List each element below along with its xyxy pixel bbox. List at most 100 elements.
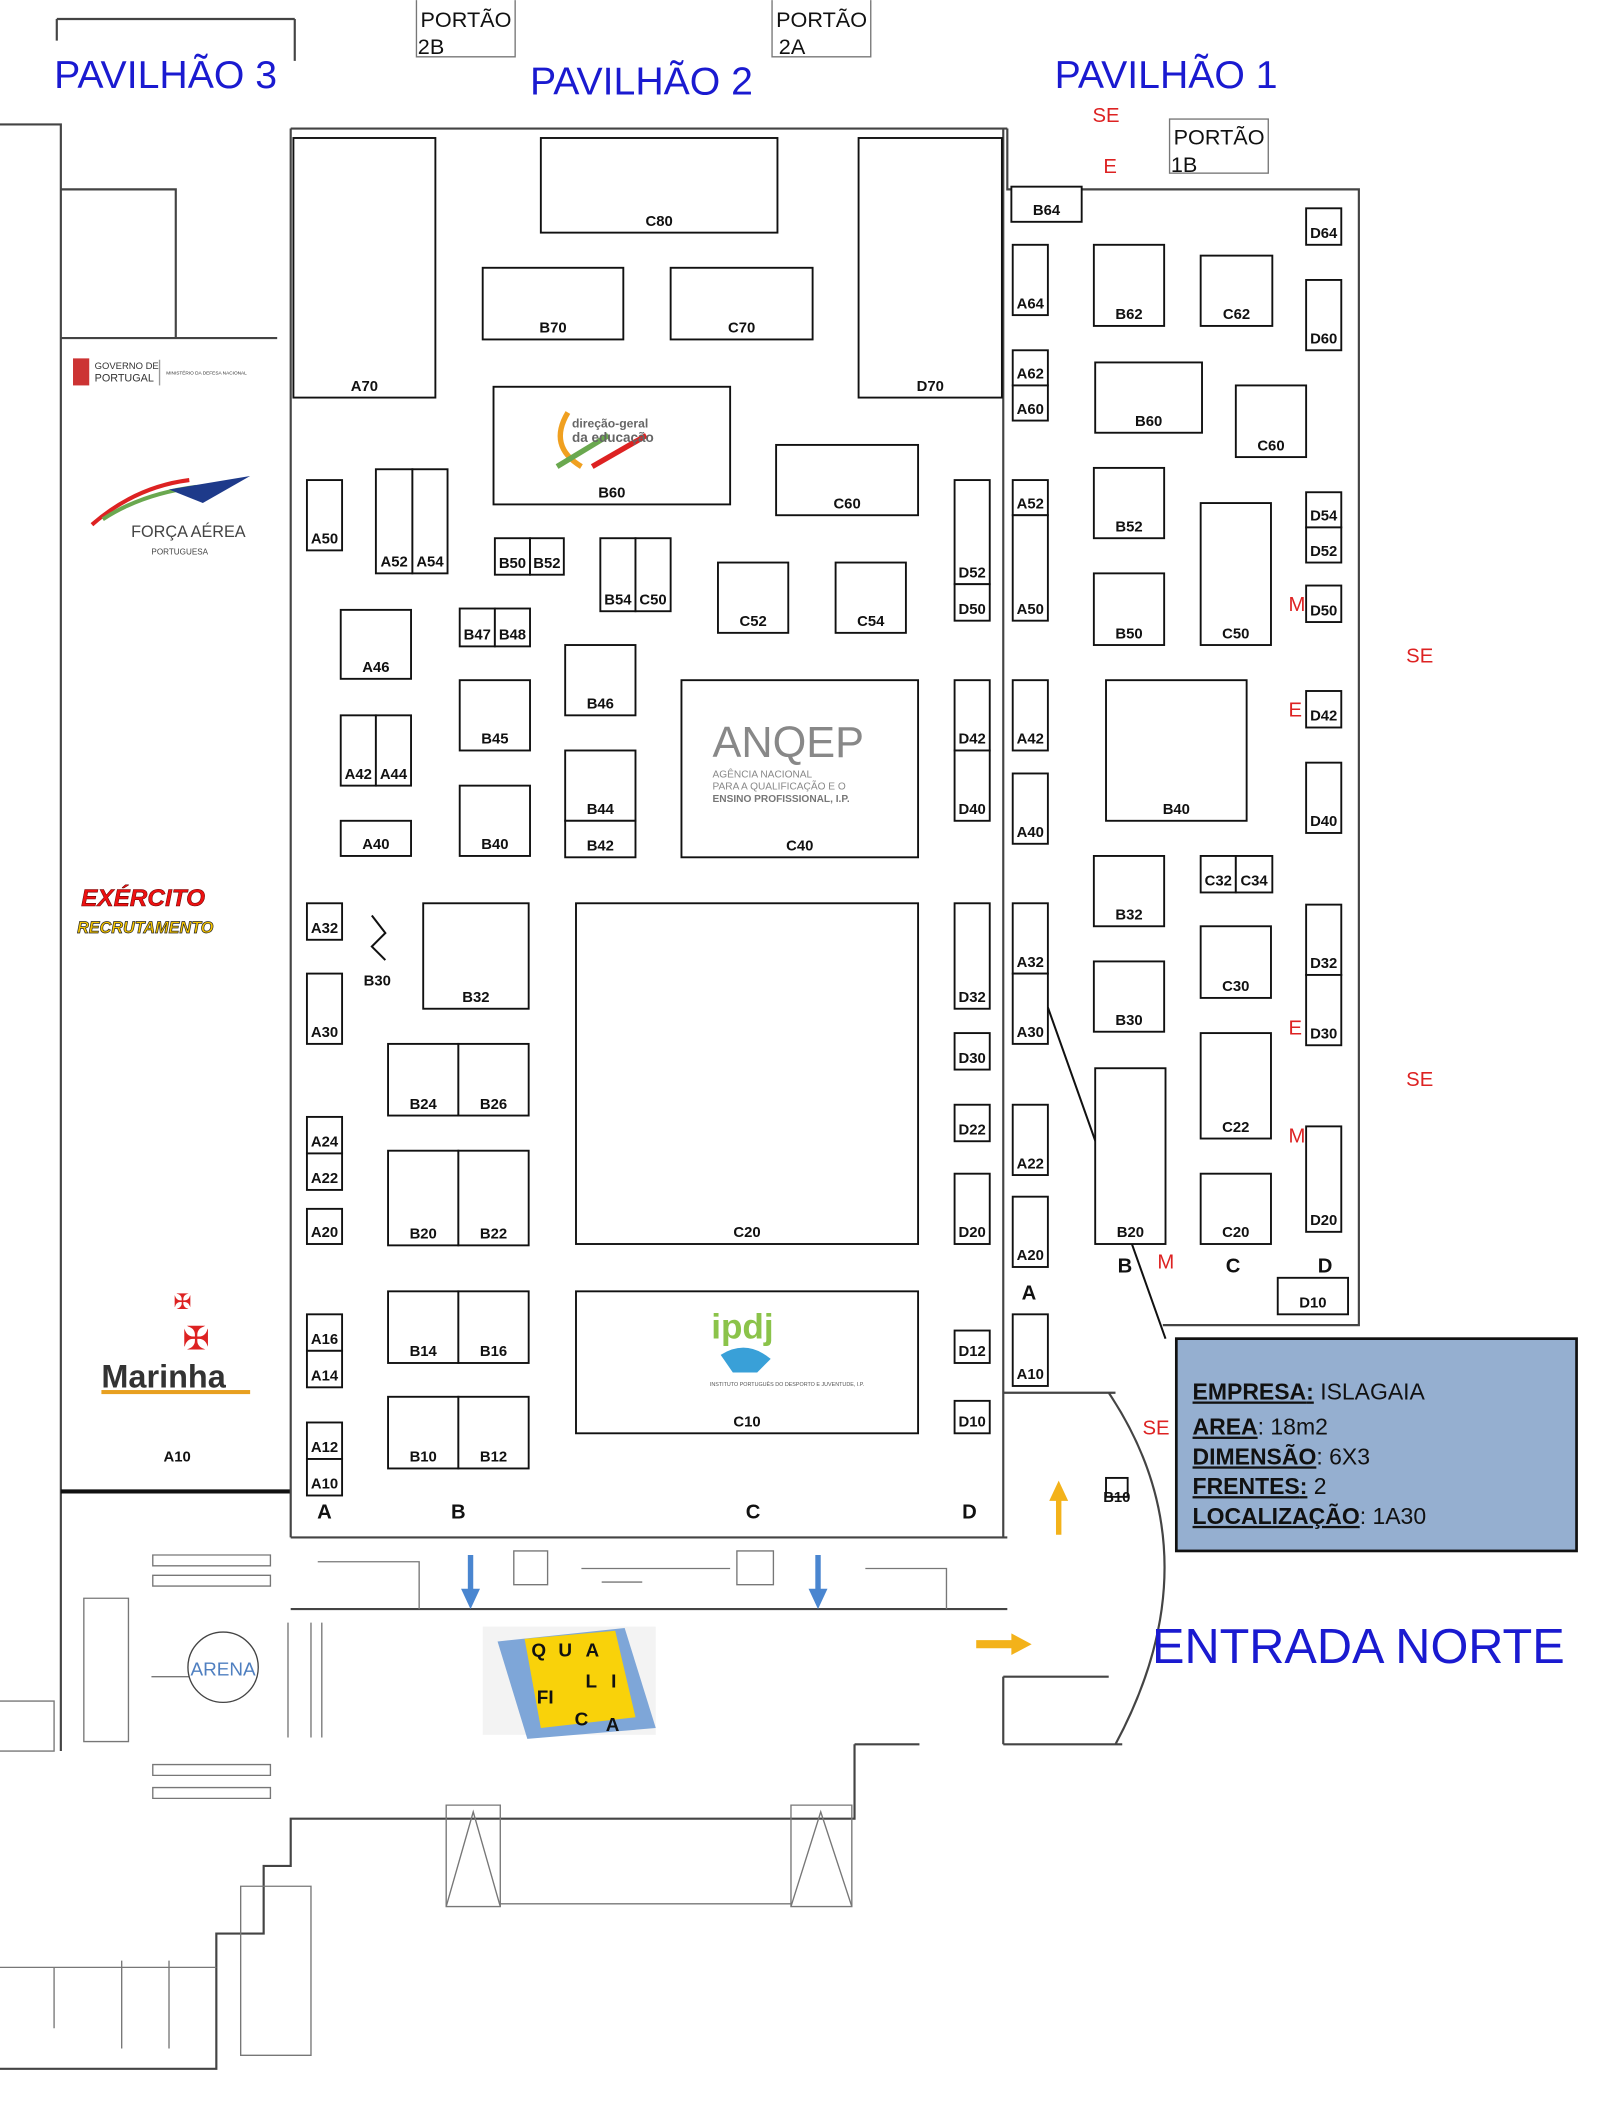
booth-b32[interactable]: B32 [422,902,530,1010]
booth-a30[interactable]: A30 [1011,972,1049,1045]
booth-c20[interactable]: C20 [1199,1172,1272,1245]
booth-b50[interactable]: B50 [1092,572,1166,646]
booth-c62[interactable]: C62 [1199,254,1274,327]
booth-b16[interactable]: B16 [457,1290,530,1364]
booth-c40[interactable]: C40 [680,679,920,859]
booth-b22[interactable]: B22 [457,1149,530,1247]
booth-a12[interactable]: A12 [305,1421,344,1460]
booth-c50[interactable]: C50 [634,537,672,613]
booth-b52[interactable]: B52 [529,537,565,576]
booth-a46[interactable]: A46 [339,608,412,680]
booth-b60[interactable]: B60 [492,385,732,506]
booth-c80[interactable]: C80 [539,137,779,234]
booth-b54[interactable]: B54 [599,537,637,613]
booth-c60[interactable]: C60 [1234,384,1308,459]
booth-a40[interactable]: A40 [339,819,412,857]
gate-2a: PORTÃO 2A [771,0,872,59]
booth-d10[interactable]: D10 [1276,1276,1349,1316]
booth-b30[interactable]: B30 [1092,960,1166,1033]
booth-d32[interactable]: D32 [953,902,991,1010]
booth-d52[interactable]: D52 [1305,526,1343,564]
booth-a42[interactable]: A42 [339,714,377,787]
booth-a60[interactable]: A60 [1011,384,1049,422]
booth-a10[interactable]: A10 [305,1458,344,1497]
booth-a54[interactable]: A54 [411,468,449,575]
booth-b44[interactable]: B44 [564,749,637,822]
booth-d40[interactable]: D40 [1305,761,1343,834]
booth-a50[interactable]: A50 [305,479,344,552]
booth-a50[interactable]: A50 [1011,514,1049,622]
booth-b20[interactable]: B20 [387,1149,460,1247]
booth-a30[interactable]: A30 [305,972,344,1045]
booth-d12[interactable]: D12 [953,1329,991,1364]
booth-c22[interactable]: C22 [1199,1032,1272,1140]
booth-b60[interactable]: B60 [1094,361,1203,434]
booth-a22[interactable]: A22 [305,1152,344,1191]
booth-a40[interactable]: A40 [1011,772,1049,845]
booth-d40[interactable]: D40 [953,749,991,822]
booth-a44[interactable]: A44 [374,714,412,787]
booth-d60[interactable]: D60 [1305,279,1343,352]
booth-b62[interactable]: B62 [1092,243,1166,327]
booth-b46[interactable]: B46 [564,644,637,717]
booth-b10[interactable]: B10 [1103,1476,1130,1506]
booth-a42[interactable]: A42 [1011,679,1049,752]
booth-d20[interactable]: D20 [1305,1125,1343,1233]
booth-c20[interactable]: C20 [575,902,920,1245]
booth-b50[interactable]: B50 [493,537,531,576]
booth-b24[interactable]: B24 [387,1042,460,1117]
booth-b47[interactable]: B47 [458,607,496,648]
booth-c50[interactable]: C50 [1199,502,1272,646]
booth-c60[interactable]: C60 [775,443,920,517]
booth-b10[interactable]: B10 [387,1395,460,1470]
service-markers: SE E SE SE SE M E E M M [1092,105,1433,1440]
booth-a20[interactable]: A20 [305,1207,344,1245]
booth-d32[interactable]: D32 [1305,903,1343,976]
booth-a20[interactable]: A20 [1011,1195,1049,1268]
booth-a16[interactable]: A16 [305,1313,344,1352]
booth-d10[interactable]: D10 [953,1399,991,1435]
booth-d30[interactable]: D30 [1305,973,1343,1047]
booth-a32[interactable]: A32 [1011,902,1049,975]
booth-d22[interactable]: D22 [953,1103,991,1143]
booth-b20[interactable]: B20 [1094,1067,1167,1245]
booth-b70[interactable]: B70 [481,266,625,341]
booth-a52[interactable]: A52 [1011,479,1049,517]
booth-a32[interactable]: A32 [305,902,344,941]
booth-c34[interactable]: C34 [1234,855,1274,894]
booth-a52[interactable]: A52 [374,468,414,575]
booth-d70[interactable]: D70 [857,137,1003,399]
booth-b40[interactable]: B40 [458,784,531,857]
booth-d42[interactable]: D42 [1305,690,1343,729]
booth-a22[interactable]: A22 [1011,1103,1049,1176]
booth-d54[interactable]: D54 [1305,491,1343,529]
booth-d42[interactable]: D42 [953,679,991,752]
booth-d20[interactable]: D20 [953,1172,991,1245]
booth-b32[interactable]: B32 [1092,855,1166,928]
booth-b26[interactable]: B26 [457,1042,530,1117]
booth-d50[interactable]: D50 [1305,584,1343,623]
booth-b64[interactable]: B64 [1010,185,1083,223]
booth-b12[interactable]: B12 [457,1395,530,1470]
booth-a14[interactable]: A14 [305,1349,344,1389]
booth-d52[interactable]: D52 [953,479,991,586]
booth-d50[interactable]: D50 [953,583,991,622]
booth-c32[interactable]: C32 [1199,855,1237,894]
booth-a70[interactable]: A70 [292,137,437,399]
booth-b48[interactable]: B48 [493,607,531,648]
booth-a62[interactable]: A62 [1011,349,1049,387]
booth-c52[interactable]: C52 [717,561,790,634]
booth-a24[interactable]: A24 [305,1115,344,1155]
booth-b14[interactable]: B14 [387,1290,460,1364]
booth-c54[interactable]: C54 [834,561,907,634]
booth-a10[interactable]: A10 [1011,1313,1049,1387]
booth-c30[interactable]: C30 [1199,925,1272,999]
booth-d30[interactable]: D30 [953,1032,991,1071]
booth-b40[interactable]: B40 [1105,679,1248,822]
booth-b42[interactable]: B42 [564,819,637,859]
booth-b45[interactable]: B45 [458,679,531,752]
booth-b52[interactable]: B52 [1092,466,1166,540]
booth-a64[interactable]: A64 [1011,243,1049,317]
booth-d64[interactable]: D64 [1305,207,1343,246]
booth-c70[interactable]: C70 [669,266,814,341]
